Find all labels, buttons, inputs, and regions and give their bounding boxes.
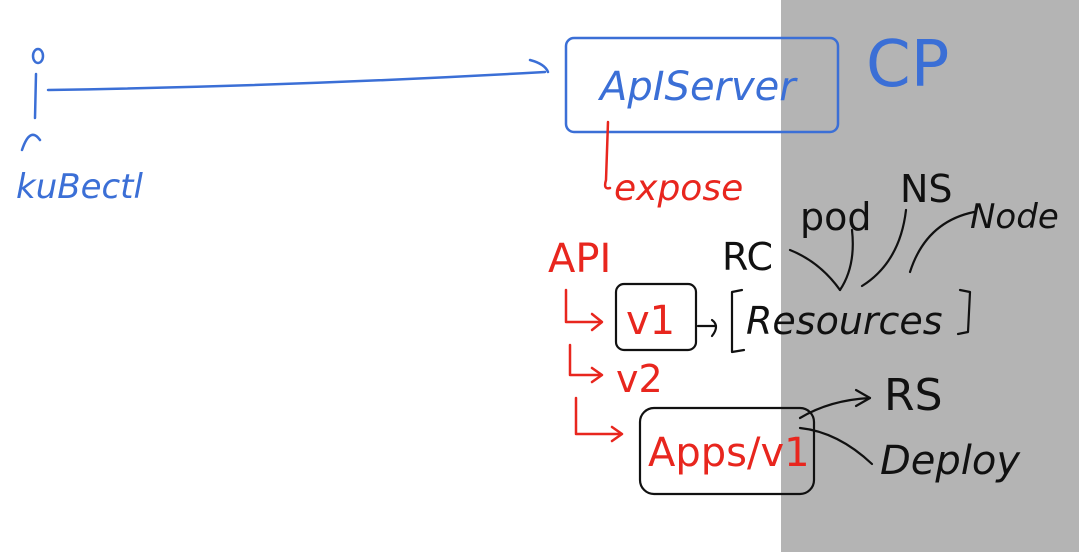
apiserver-box (564, 36, 840, 134)
v2-label: v2 (616, 357, 663, 401)
apps-to-rs-arrow (798, 388, 872, 420)
v1-to-resources-arrow (696, 318, 718, 338)
apps-v1-label: Apps/v1 (648, 430, 810, 476)
kubectl-label: kuBectl (16, 167, 144, 207)
client-to-apiserver-arrow (46, 58, 550, 92)
pod-label: pod (800, 195, 872, 239)
node-label: Node (970, 197, 1059, 237)
apps-v1-box (638, 406, 816, 496)
resources-label: Resources (746, 299, 943, 343)
resources-bracket-left (730, 288, 746, 354)
cp-label: CP (866, 28, 949, 102)
deploy-label: Deploy (880, 438, 1021, 484)
api-label: API (548, 236, 611, 282)
stick-figure-icon (20, 47, 45, 152)
rs-label: RS (884, 370, 943, 421)
apiserver-label: ApIServer (597, 64, 798, 110)
gray-panel (781, 0, 1079, 552)
resource-type-connectors (788, 208, 976, 292)
v1-box (614, 282, 698, 352)
ns-label: NS (900, 167, 953, 211)
rc-label: RC (722, 235, 773, 279)
resources-bracket-right (956, 288, 972, 336)
expose-label: expose (614, 168, 743, 209)
v1-label: v1 (626, 298, 675, 344)
expose-connector (603, 120, 612, 190)
apps-to-deploy-connector (798, 426, 874, 466)
api-tree-branches (564, 288, 624, 443)
